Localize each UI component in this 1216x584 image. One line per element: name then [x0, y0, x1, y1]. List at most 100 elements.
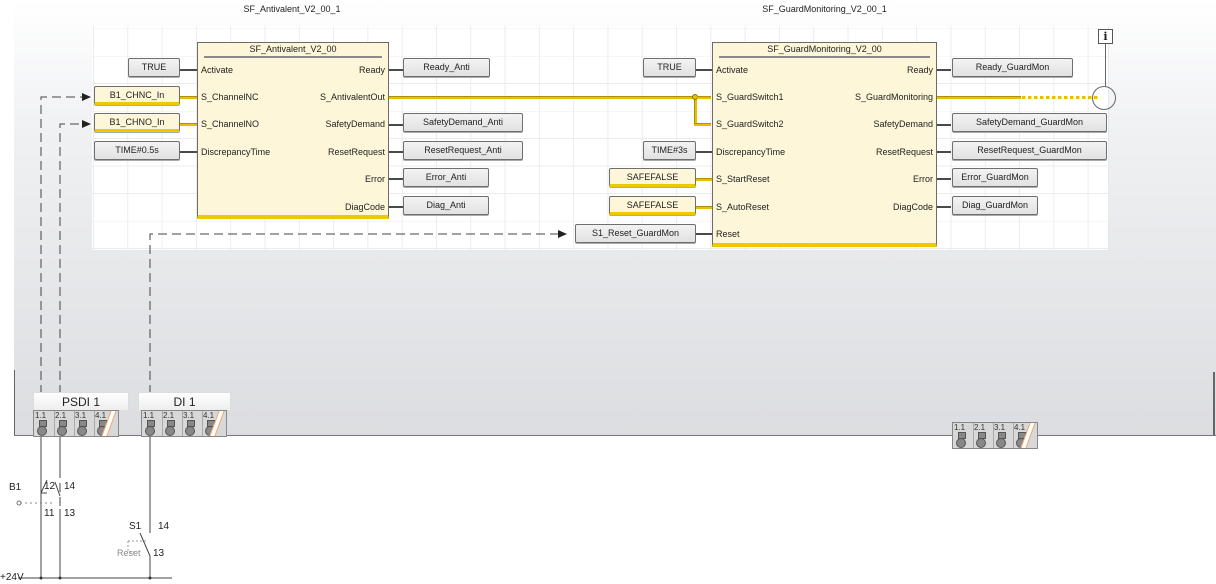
wire: [937, 178, 951, 180]
dashed-signal-b1-no: [59, 123, 84, 520]
b1-label: B1: [9, 482, 22, 493]
output-pin[interactable]: DiagCode: [344, 202, 385, 212]
output-variable[interactable]: Ready_GuardMon: [952, 58, 1073, 77]
safe-wire: [694, 97, 697, 125]
input-pin[interactable]: S_GuardSwitch2: [716, 119, 784, 129]
terminal-number: 3.1: [183, 411, 195, 420]
output-variable[interactable]: Ready_Anti: [403, 58, 490, 77]
junction-dot: [58, 576, 62, 580]
input-variable[interactable]: TIME#3s: [643, 141, 696, 160]
input-pin[interactable]: S_AutoReset: [716, 202, 770, 212]
output-variable[interactable]: ResetRequest_Anti: [403, 141, 523, 160]
fb-type-name: SF_GuardMonitoring_V2_00: [767, 44, 882, 54]
input-pin[interactable]: Activate: [201, 65, 234, 75]
output-variable[interactable]: Diag_Anti: [403, 196, 489, 215]
wire: [180, 151, 197, 153]
wire: [937, 151, 951, 153]
b1-actuator-icon: [16, 500, 22, 506]
output-pin[interactable]: Error: [365, 174, 385, 184]
wire: [937, 206, 951, 208]
contact-number: 13: [64, 508, 76, 519]
output-pin[interactable]: SafetyDemand: [325, 119, 385, 129]
input-variable[interactable]: S1_Reset_GuardMon: [575, 224, 696, 243]
info-icon[interactable]: i: [1098, 29, 1113, 44]
safe-wire: [696, 206, 712, 209]
s1-button-icon: [127, 540, 147, 553]
input-variable[interactable]: TRUE: [128, 58, 180, 77]
output-variable[interactable]: Diag_GuardMon: [952, 196, 1038, 215]
divider: [719, 56, 930, 58]
input-variable[interactable]: SAFEFALSE: [609, 196, 696, 215]
info-connector: [1105, 44, 1106, 86]
connection-point[interactable]: [1092, 86, 1116, 110]
input-variable[interactable]: B1_CHNO_In: [94, 113, 180, 132]
contact-number: 14: [158, 521, 170, 532]
terminal-block[interactable]: 1.1 2.1 3.1 4.1: [952, 422, 1038, 449]
terminal-number: 3.1: [994, 423, 1006, 432]
output-variable[interactable]: ResetRequest_GuardMon: [952, 141, 1107, 160]
wire: [389, 69, 403, 71]
output-variable[interactable]: Error_Anti: [403, 168, 489, 187]
terminal-number: 1.1: [143, 411, 155, 420]
input-pin[interactable]: S_ChannelNO: [201, 119, 260, 129]
wire: [696, 69, 712, 71]
safe-wire: [180, 123, 197, 126]
input-variable[interactable]: SAFEFALSE: [609, 168, 696, 187]
output-variable[interactable]: Error_GuardMon: [952, 168, 1038, 187]
input-pin[interactable]: DiscrepancyTime: [201, 147, 271, 157]
wire: [389, 151, 403, 153]
contact-number: 14: [64, 481, 76, 492]
terminal-number: 1.1: [954, 423, 966, 432]
arrow-icon: [558, 230, 567, 238]
safe-wire: [697, 96, 711, 99]
junction-dot: [148, 576, 152, 580]
output-pin[interactable]: S_GuardMonitoring: [854, 92, 933, 102]
fb-antivalent[interactable]: SF_Antivalent_V2_00 Activate S_ChannelNC…: [197, 42, 389, 219]
output-pin[interactable]: DiagCode: [892, 202, 933, 212]
output-pin[interactable]: SafetyDemand: [873, 119, 933, 129]
input-pin[interactable]: S_ChannelNC: [201, 92, 259, 102]
arrow-icon: [82, 93, 91, 101]
safe-wire: [937, 96, 1021, 99]
input-pin[interactable]: Activate: [716, 65, 749, 75]
input-pin[interactable]: S_GuardSwitch1: [716, 92, 784, 102]
input-variable[interactable]: B1_CHNC_In: [94, 86, 180, 105]
output-pin[interactable]: ResetRequest: [875, 147, 933, 157]
output-pin[interactable]: Ready: [358, 65, 385, 75]
panel-edge: [14, 370, 15, 436]
s1-label: S1: [129, 521, 142, 532]
output-pin[interactable]: ResetRequest: [327, 147, 385, 157]
module-label[interactable]: PSDI 1: [33, 392, 129, 410]
output-pin[interactable]: Ready: [906, 65, 933, 75]
input-variable[interactable]: TRUE: [643, 58, 696, 77]
output-variable[interactable]: SafetyDemand_Anti: [403, 113, 523, 132]
terminal-block[interactable]: 1.1 2.1 3.1 4.1: [33, 410, 119, 437]
input-pin[interactable]: DiscrepancyTime: [716, 147, 786, 157]
wire: [696, 151, 712, 153]
output-pin[interactable]: Error: [913, 174, 933, 184]
wire: [389, 178, 403, 180]
fb-instance-name: SF_Antivalent_V2_00_1: [243, 4, 341, 14]
input-pin[interactable]: Reset: [716, 229, 740, 239]
terminal-number: 4.1: [1014, 423, 1026, 432]
terminal-block[interactable]: 1.1 2.1 3.1 4.1: [141, 410, 227, 437]
safe-wire: [389, 96, 695, 99]
safe-wire: [180, 96, 197, 99]
fb-guard-monitoring[interactable]: SF_GuardMonitoring_V2_00 Activate S_Guar…: [712, 42, 937, 247]
terminal-number: 2.1: [163, 411, 175, 420]
panel-edge: [14, 435, 1216, 436]
input-variable[interactable]: TIME#0.5s: [94, 141, 180, 160]
module-label[interactable]: DI 1: [138, 392, 231, 410]
contact-number: 11: [44, 508, 55, 519]
dashed-signal-b1-nc: [40, 96, 84, 520]
wire: [937, 124, 951, 126]
safe-wire-dotted: [1022, 96, 1098, 99]
safe-wire: [696, 178, 712, 181]
output-pin[interactable]: S_AntivalentOut: [319, 92, 385, 102]
output-variable[interactable]: SafetyDemand_GuardMon: [952, 113, 1107, 132]
terminal-number: 1.1: [35, 411, 47, 420]
terminal-number: 4.1: [203, 411, 215, 420]
fb-type-name: SF_Antivalent_V2_00: [249, 44, 337, 54]
input-pin[interactable]: S_StartReset: [716, 174, 770, 184]
